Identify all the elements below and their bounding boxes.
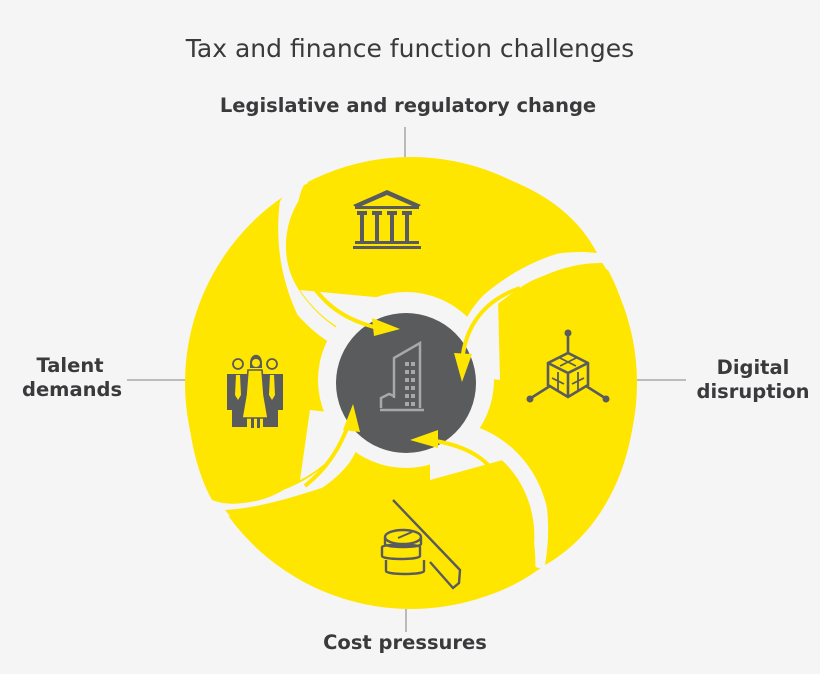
petal-talent	[186, 200, 322, 504]
center-circle	[336, 313, 476, 453]
petal-legislative	[294, 162, 597, 300]
label-digital-line-1: Digital	[716, 356, 790, 379]
label-cost-pressures: Cost pressures	[323, 631, 487, 654]
petal-digital	[493, 267, 635, 565]
label-talent-demands: Talent demands	[22, 354, 123, 402]
label-digital-disruption: Digital disruption	[690, 356, 816, 404]
arrowhead-legislative	[372, 318, 400, 336]
petals	[186, 162, 635, 607]
label-talent-line-2: demands	[22, 378, 123, 401]
coins-icon	[380, 499, 462, 590]
connector-lines	[127, 127, 686, 632]
arrowhead-talent	[343, 404, 360, 432]
people-group-icon	[227, 354, 283, 428]
office-building-icon	[379, 340, 424, 412]
arrowhead-cost	[410, 430, 438, 448]
petal-cost	[225, 466, 536, 607]
label-digital-line-2: disruption	[696, 380, 810, 403]
label-legislative-change: Legislative and regulatory change	[219, 94, 597, 117]
label-talent-line-1: Talent	[36, 354, 104, 377]
diagram-title: Tax and finance function challenges	[185, 34, 635, 63]
arrow-from-legislative	[308, 280, 379, 330]
government-building-icon	[353, 190, 421, 249]
arrowhead-digital	[454, 353, 472, 382]
rim-notches	[180, 150, 650, 610]
network-cube-icon	[526, 329, 610, 403]
arrow-from-cost	[429, 438, 507, 489]
arrowheads	[343, 318, 472, 448]
arrow-from-digital	[460, 286, 521, 363]
